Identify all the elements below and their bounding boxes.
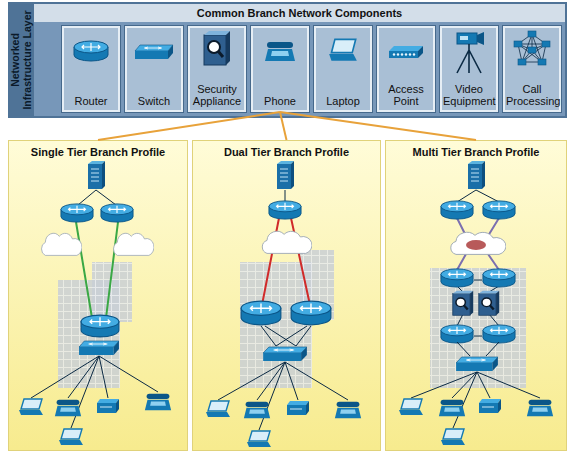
laptop-icon (329, 39, 357, 60)
component-label: Call Processing (506, 83, 558, 107)
router-icon (483, 325, 515, 343)
phone-icon (527, 400, 553, 416)
cloud (114, 233, 154, 255)
laptop-icon (441, 429, 465, 445)
single-tier-illustration (19, 161, 171, 445)
cloud (42, 233, 82, 255)
component-label: Phone (254, 95, 306, 107)
component-label: Access Point (380, 83, 432, 107)
device-icon (97, 399, 119, 413)
call-processing-icon (514, 31, 550, 65)
component-label: Switch (128, 95, 180, 107)
profile-title: Single Tier Branch Profile (9, 146, 187, 159)
multi-tier-illustration (399, 161, 553, 445)
component-label: Router (65, 95, 117, 107)
router-icon (61, 204, 93, 222)
laptop-icon (399, 399, 423, 415)
wire (261, 326, 311, 346)
components-panel: Router Switch Security AppliancePhone Lapto… (34, 4, 565, 116)
cloud (262, 231, 312, 253)
laptop-icon (59, 429, 83, 445)
router-icon (483, 201, 515, 219)
laptop-icon (19, 399, 43, 415)
wire (457, 190, 499, 202)
server-icon (468, 161, 485, 189)
profile-title: Dual Tier Branch Profile (193, 146, 380, 159)
wire (411, 342, 540, 428)
router-icon (74, 41, 108, 61)
fan-connector (280, 112, 287, 140)
component-label: Security Appliance (191, 83, 243, 107)
phone-icon (335, 402, 361, 418)
laptop-icon (206, 401, 230, 417)
router-icon (269, 201, 301, 219)
router-icon (483, 269, 515, 287)
router-icon (441, 325, 473, 343)
video-icon (457, 32, 484, 73)
phone-icon (265, 42, 295, 61)
wire (285, 190, 286, 202)
dual-tier-illustration (206, 161, 361, 447)
security-appliance-icon (479, 291, 499, 316)
access-point-icon (389, 46, 423, 58)
switch-icon (79, 341, 119, 355)
router-icon (241, 301, 281, 325)
server-icon (277, 161, 294, 189)
router-icon (81, 315, 119, 337)
security-appliance-icon (204, 31, 230, 65)
switch-icon (135, 45, 173, 59)
component-label: Laptop (317, 95, 369, 107)
component-icons (74, 31, 550, 73)
phone-icon (55, 400, 81, 416)
wire (31, 356, 158, 428)
device-icon (287, 401, 309, 415)
wan-link (262, 218, 310, 305)
router-icon (441, 201, 473, 219)
switch-icon (263, 347, 307, 361)
panel-heading: Common Branch Network Components (34, 4, 565, 22)
router-icon (441, 269, 473, 287)
wire (78, 190, 116, 205)
component-box: Router (62, 26, 120, 112)
device-icon (479, 399, 501, 413)
switch-icon (456, 357, 498, 371)
building (430, 268, 526, 388)
component-box: Access Point (377, 26, 435, 112)
router-icon (101, 204, 133, 222)
wire (218, 362, 348, 430)
server-icon (88, 161, 105, 189)
cloud (451, 232, 506, 254)
fan-connector (280, 112, 476, 140)
component-box: Phone (251, 26, 309, 112)
laptop-icon (247, 431, 271, 447)
profile-title: Multi Tier Branch Profile (386, 146, 566, 159)
security-appliance-icon (453, 291, 473, 316)
router-icon (291, 301, 331, 325)
phone-icon (244, 402, 270, 418)
wan-link (76, 222, 118, 318)
layer-label: Networked Infrastructure Layer (9, 4, 33, 116)
component-box: Switch (125, 26, 183, 112)
phone-icon (439, 400, 465, 416)
component-label: Video Equipment (443, 83, 495, 107)
cloud-blob (466, 240, 486, 250)
phone-icon (145, 394, 171, 410)
fan-connector (98, 112, 280, 140)
